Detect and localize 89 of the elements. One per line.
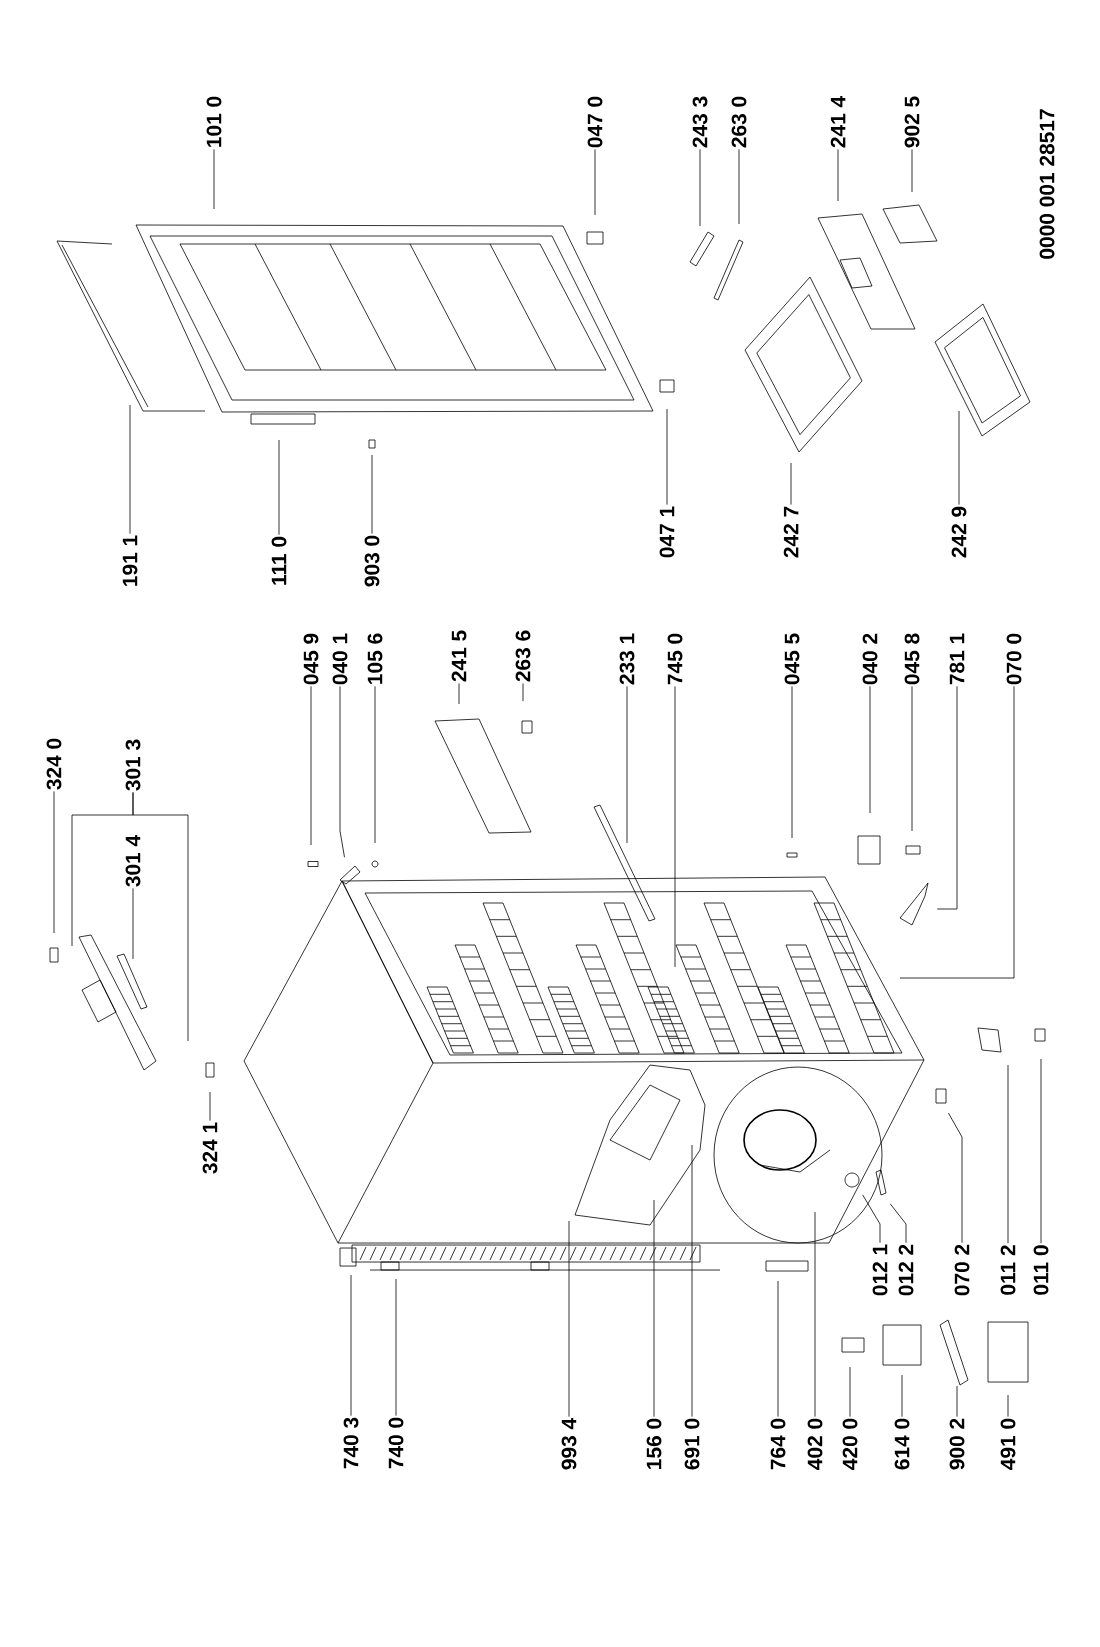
leader-line	[911, 149, 913, 193]
callout-number: 402 0	[807, 1418, 823, 1470]
callout-number: 740 0	[388, 1417, 404, 1469]
leader-line	[278, 439, 280, 536]
leader-line	[568, 1220, 570, 1418]
leader-line	[889, 1203, 907, 1244]
leader-line	[899, 686, 1015, 979]
callout-number: 301 4	[125, 835, 141, 887]
leader-line	[936, 686, 958, 910]
callout-number: 111 0	[271, 536, 287, 585]
callout-number: 241 4	[830, 95, 846, 148]
callout-number: 242 9	[951, 506, 967, 558]
leader-line	[374, 686, 376, 844]
leader-line	[594, 149, 596, 216]
callout-number: 242 7	[783, 506, 799, 558]
callout-number: 070 0	[1006, 633, 1022, 685]
leader-line	[691, 1144, 693, 1418]
callout-number: 011 0	[1033, 1245, 1049, 1295]
leader-line	[869, 686, 871, 814]
leader-line	[522, 683, 524, 702]
leader-line	[862, 1194, 881, 1244]
callout-number: 047 0	[587, 96, 603, 148]
callout-number: 993 4	[561, 1418, 577, 1470]
callout-number: 233 1	[619, 633, 635, 685]
callout-number: 156 0	[646, 1418, 662, 1469]
leader-line	[911, 686, 913, 832]
leader-line	[790, 462, 792, 506]
leader-line	[53, 791, 55, 934]
callout-number: 324 1	[202, 1122, 218, 1174]
part-number: 0000 001 28517	[1039, 109, 1055, 259]
leader-line	[350, 1274, 352, 1417]
leader-line	[791, 686, 793, 839]
callout-number: 241 5	[451, 630, 467, 682]
callout-number: 012 2	[898, 1244, 914, 1296]
leader-line	[956, 1385, 958, 1418]
leader-line	[132, 792, 189, 1042]
callout-number: 420 0	[842, 1418, 858, 1470]
callout-number: 243 3	[692, 96, 708, 148]
leader-line	[666, 408, 668, 506]
leader-line	[674, 686, 676, 968]
leader-line	[849, 1366, 851, 1418]
leader-line	[837, 149, 839, 202]
callout-number: 105 6	[367, 633, 383, 684]
leader-line	[395, 1278, 397, 1417]
callout-number: 012 1	[872, 1244, 888, 1296]
callout-number: 781 1	[949, 633, 965, 685]
leader-line	[1040, 1058, 1042, 1244]
leader-line	[958, 410, 960, 506]
leader-line	[738, 149, 740, 225]
callout-number: 045 5	[784, 633, 800, 685]
leader-line	[310, 686, 312, 846]
leader-line	[209, 1091, 211, 1122]
leader-line	[129, 404, 131, 535]
leader-line	[213, 149, 215, 210]
leader-line	[132, 888, 134, 960]
leader-line	[626, 686, 628, 844]
callout-number: 047 1	[659, 506, 675, 558]
leader-line	[458, 683, 460, 705]
callout-number: 301 3	[125, 739, 141, 791]
leader-line	[777, 1280, 779, 1418]
callout-number: 740 3	[343, 1417, 359, 1469]
leader-line	[1007, 1064, 1009, 1244]
callout-number: 745 0	[667, 633, 683, 685]
leader-line	[901, 1374, 903, 1418]
callout-number: 902 5	[904, 96, 920, 148]
callout-number: 263 6	[515, 630, 531, 682]
callout-number: 011 2	[1000, 1245, 1016, 1295]
callout-number: 614 0	[894, 1418, 910, 1470]
callout-number: 040 1	[332, 633, 348, 685]
callout-number: 903 0	[364, 535, 380, 587]
callout-number: 191 1	[122, 535, 138, 586]
leader-line	[948, 1112, 963, 1244]
callout-number: 324 0	[46, 738, 62, 790]
leader-line	[699, 149, 701, 227]
leader-line	[1007, 1394, 1009, 1418]
callout-number: 491 0	[1000, 1418, 1016, 1470]
leader-line	[339, 686, 345, 858]
callout-number: 691 0	[684, 1418, 700, 1470]
callout-number: 045 9	[303, 633, 319, 685]
callout-number: 263 0	[731, 96, 747, 148]
callout-number: 101 0	[206, 96, 222, 147]
leader-line	[814, 1211, 816, 1418]
callout-number: 764 0	[770, 1418, 786, 1470]
callout-number: 900 2	[949, 1418, 965, 1470]
leader-line	[371, 454, 373, 535]
callout-number: 070 2	[954, 1244, 970, 1296]
leader-line	[653, 1199, 655, 1418]
callout-number: 045 8	[904, 633, 920, 685]
callout-number: 040 2	[862, 633, 878, 685]
